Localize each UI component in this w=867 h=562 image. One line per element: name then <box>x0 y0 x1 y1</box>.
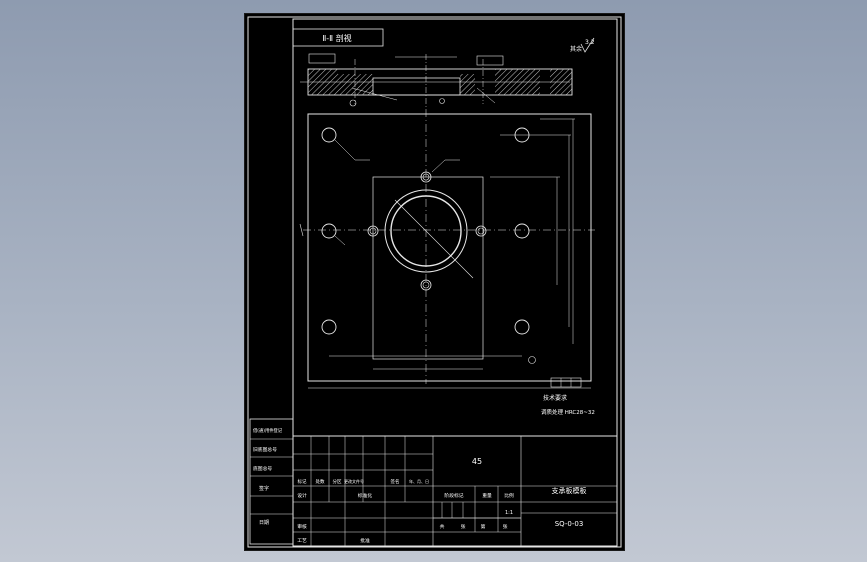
designer-label: 设计 <box>297 492 307 499</box>
header-cell-3: 更改文件号 <box>344 478 364 484</box>
header-cell-5: 年、月、日 <box>409 478 429 484</box>
standardization-label: 标准化 <box>358 492 373 499</box>
section-label-box: Ⅱ-Ⅱ 剖视 <box>292 28 384 47</box>
process-label: 工艺 <box>297 538 307 544</box>
side-label-0: 借(通)用件登记 <box>253 427 283 434</box>
stage-mark-label: 阶段标记 <box>444 492 463 499</box>
plan-view <box>299 109 595 389</box>
pin-holes <box>367 171 487 291</box>
finish-value: 3.2 <box>585 39 595 46</box>
cad-drawing: Ⅱ-Ⅱ 剖视 其余 3.2 <box>247 16 622 548</box>
notes-line-1: 调质处理 HRC28~32 <box>541 408 595 416</box>
side-label-4: 日期 <box>259 520 269 526</box>
drawing-sheet: Ⅱ-Ⅱ 剖视 其余 3.2 <box>244 13 625 551</box>
sheet-prefix-label: 第 <box>481 523 486 530</box>
center-bore <box>384 189 474 279</box>
section-view <box>300 53 573 109</box>
header-cell-0: 标记 <box>298 478 307 485</box>
datum-box <box>550 377 582 388</box>
sheet-suffix-label: 张 <box>503 523 508 530</box>
header-cell-4: 签名 <box>391 478 400 485</box>
dimension-lines <box>299 118 591 389</box>
weight-label: 重量 <box>482 492 492 499</box>
side-label-3: 签字 <box>259 485 269 492</box>
outer-frame <box>247 16 622 548</box>
drawing-number-text: SQ-0-03 <box>555 520 584 528</box>
approval-label: 批准 <box>360 537 370 544</box>
scale-label: 比例 <box>504 492 514 499</box>
side-label-strip: 借(通)用件登记 旧底图总号 底图总号 签字 日期 <box>249 418 294 545</box>
side-label-1: 旧底图总号 <box>253 446 277 453</box>
finish-prefix: 其余 <box>570 45 582 53</box>
scale-text: 1:1 <box>505 510 513 516</box>
section-label: Ⅱ-Ⅱ 剖视 <box>322 33 351 43</box>
total-prefix-label: 共 <box>440 523 445 530</box>
reviewer-label: 审核 <box>297 523 307 530</box>
technical-notes: 技术要求 调质处理 HRC28~32 <box>541 394 595 416</box>
title-block: 45 支承板模板 SQ-0-03 1:1 标记 处数 分区 更改文件号 签名 年… <box>292 435 618 547</box>
total-sheets-label: 张 <box>461 523 466 530</box>
material-text: 45 <box>472 457 482 466</box>
header-cell-2: 分区 <box>333 478 342 485</box>
inner-frame <box>292 18 618 547</box>
header-cell-1: 处数 <box>316 478 325 485</box>
notes-title: 技术要求 <box>543 394 567 402</box>
side-label-2: 底图总号 <box>253 465 272 472</box>
surface-finish-symbol: 其余 3.2 <box>570 37 595 53</box>
part-name-text: 支承板模板 <box>552 486 587 495</box>
corner-holes <box>321 127 530 335</box>
